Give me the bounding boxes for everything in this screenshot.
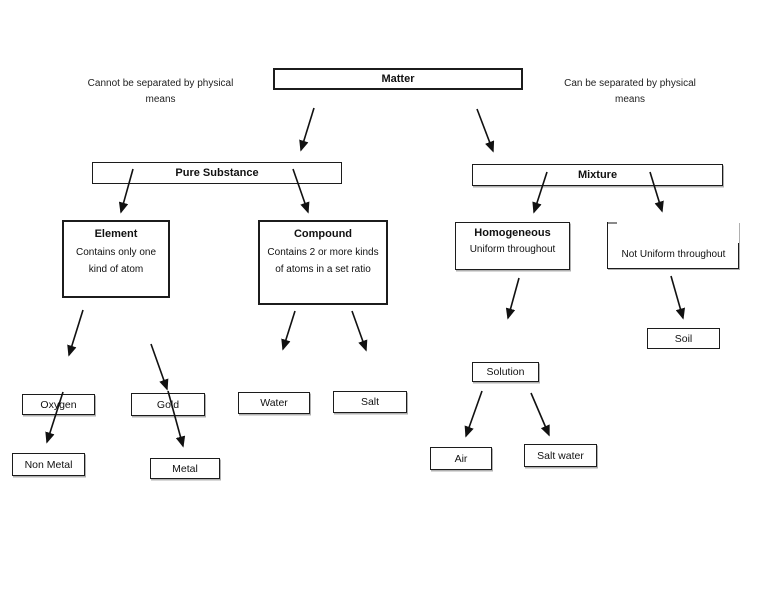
arrow-matter-to-mixture [476,108,495,153]
arrow-element-to-gold [150,343,169,391]
node-not-uniform-label: Not Uniform throughout [621,249,726,260]
node-soil-label: Soil [674,332,693,345]
arrow-homogeneous-to-solution [505,277,520,320]
node-water: Water [238,392,310,414]
node-salt-water-label: Salt water [537,449,584,462]
node-solution: Solution [472,362,539,382]
arrow-compound-to-water [281,310,296,351]
node-oxygen: Oxygen [22,394,95,415]
arrow-matter-to-pure-substance [299,107,315,152]
node-homogeneous-title: Homogeneous [474,227,551,239]
node-salt-water: Salt water [524,444,597,467]
node-non-metal-label: Non Metal [24,458,73,471]
node-not-uniform: Not Uniform throughout [607,222,739,269]
node-air-label: Air [454,452,468,465]
node-matter: Matter [273,68,523,90]
node-element-title: Element [94,228,138,240]
arrow-solution-to-air [464,390,483,438]
node-non-metal: Non Metal [12,453,85,476]
arrow-not-uniform-to-soil [670,275,685,320]
arrow-compound-to-salt [351,310,368,352]
node-element: Element Contains only one kind of atom [62,220,170,298]
node-gold: Gold [131,393,205,416]
node-soil: Soil [647,328,720,349]
annotation-cannot-be-separated: Cannot be separated by physical means [87,78,234,105]
node-pure-substance-label: Pure Substance [175,167,259,179]
node-homogeneous-desc: Uniform throughout [469,244,556,255]
node-homogeneous: Homogeneous Uniform throughout [455,222,570,270]
node-matter-label: Matter [381,73,415,85]
node-mixture-label: Mixture [577,169,618,181]
node-metal: Metal [150,458,220,479]
node-solution-label: Solution [486,366,525,378]
arrow-solution-to-salt-water [530,392,550,437]
arrow-element-to-oxygen [67,309,84,357]
node-gold-label: Gold [156,398,180,411]
node-compound-desc: Contains 2 or more kinds of atoms in a s… [267,247,379,275]
node-compound-title: Compound [293,228,353,240]
node-metal-label: Metal [172,462,198,475]
node-salt-label: Salt [360,396,380,408]
node-salt: Salt [333,391,407,413]
node-mixture: Mixture [472,164,723,186]
node-water-label: Water [260,397,288,409]
node-oxygen-label: Oxygen [40,398,77,411]
annotation-can-be-separated: Can be separated by physical means [564,78,696,105]
node-compound: Compound Contains 2 or more kinds of ato… [258,220,388,305]
node-pure-substance: Pure Substance [92,162,342,184]
node-element-desc: Contains only one kind of atom [75,247,157,275]
node-air: Air [430,447,492,470]
